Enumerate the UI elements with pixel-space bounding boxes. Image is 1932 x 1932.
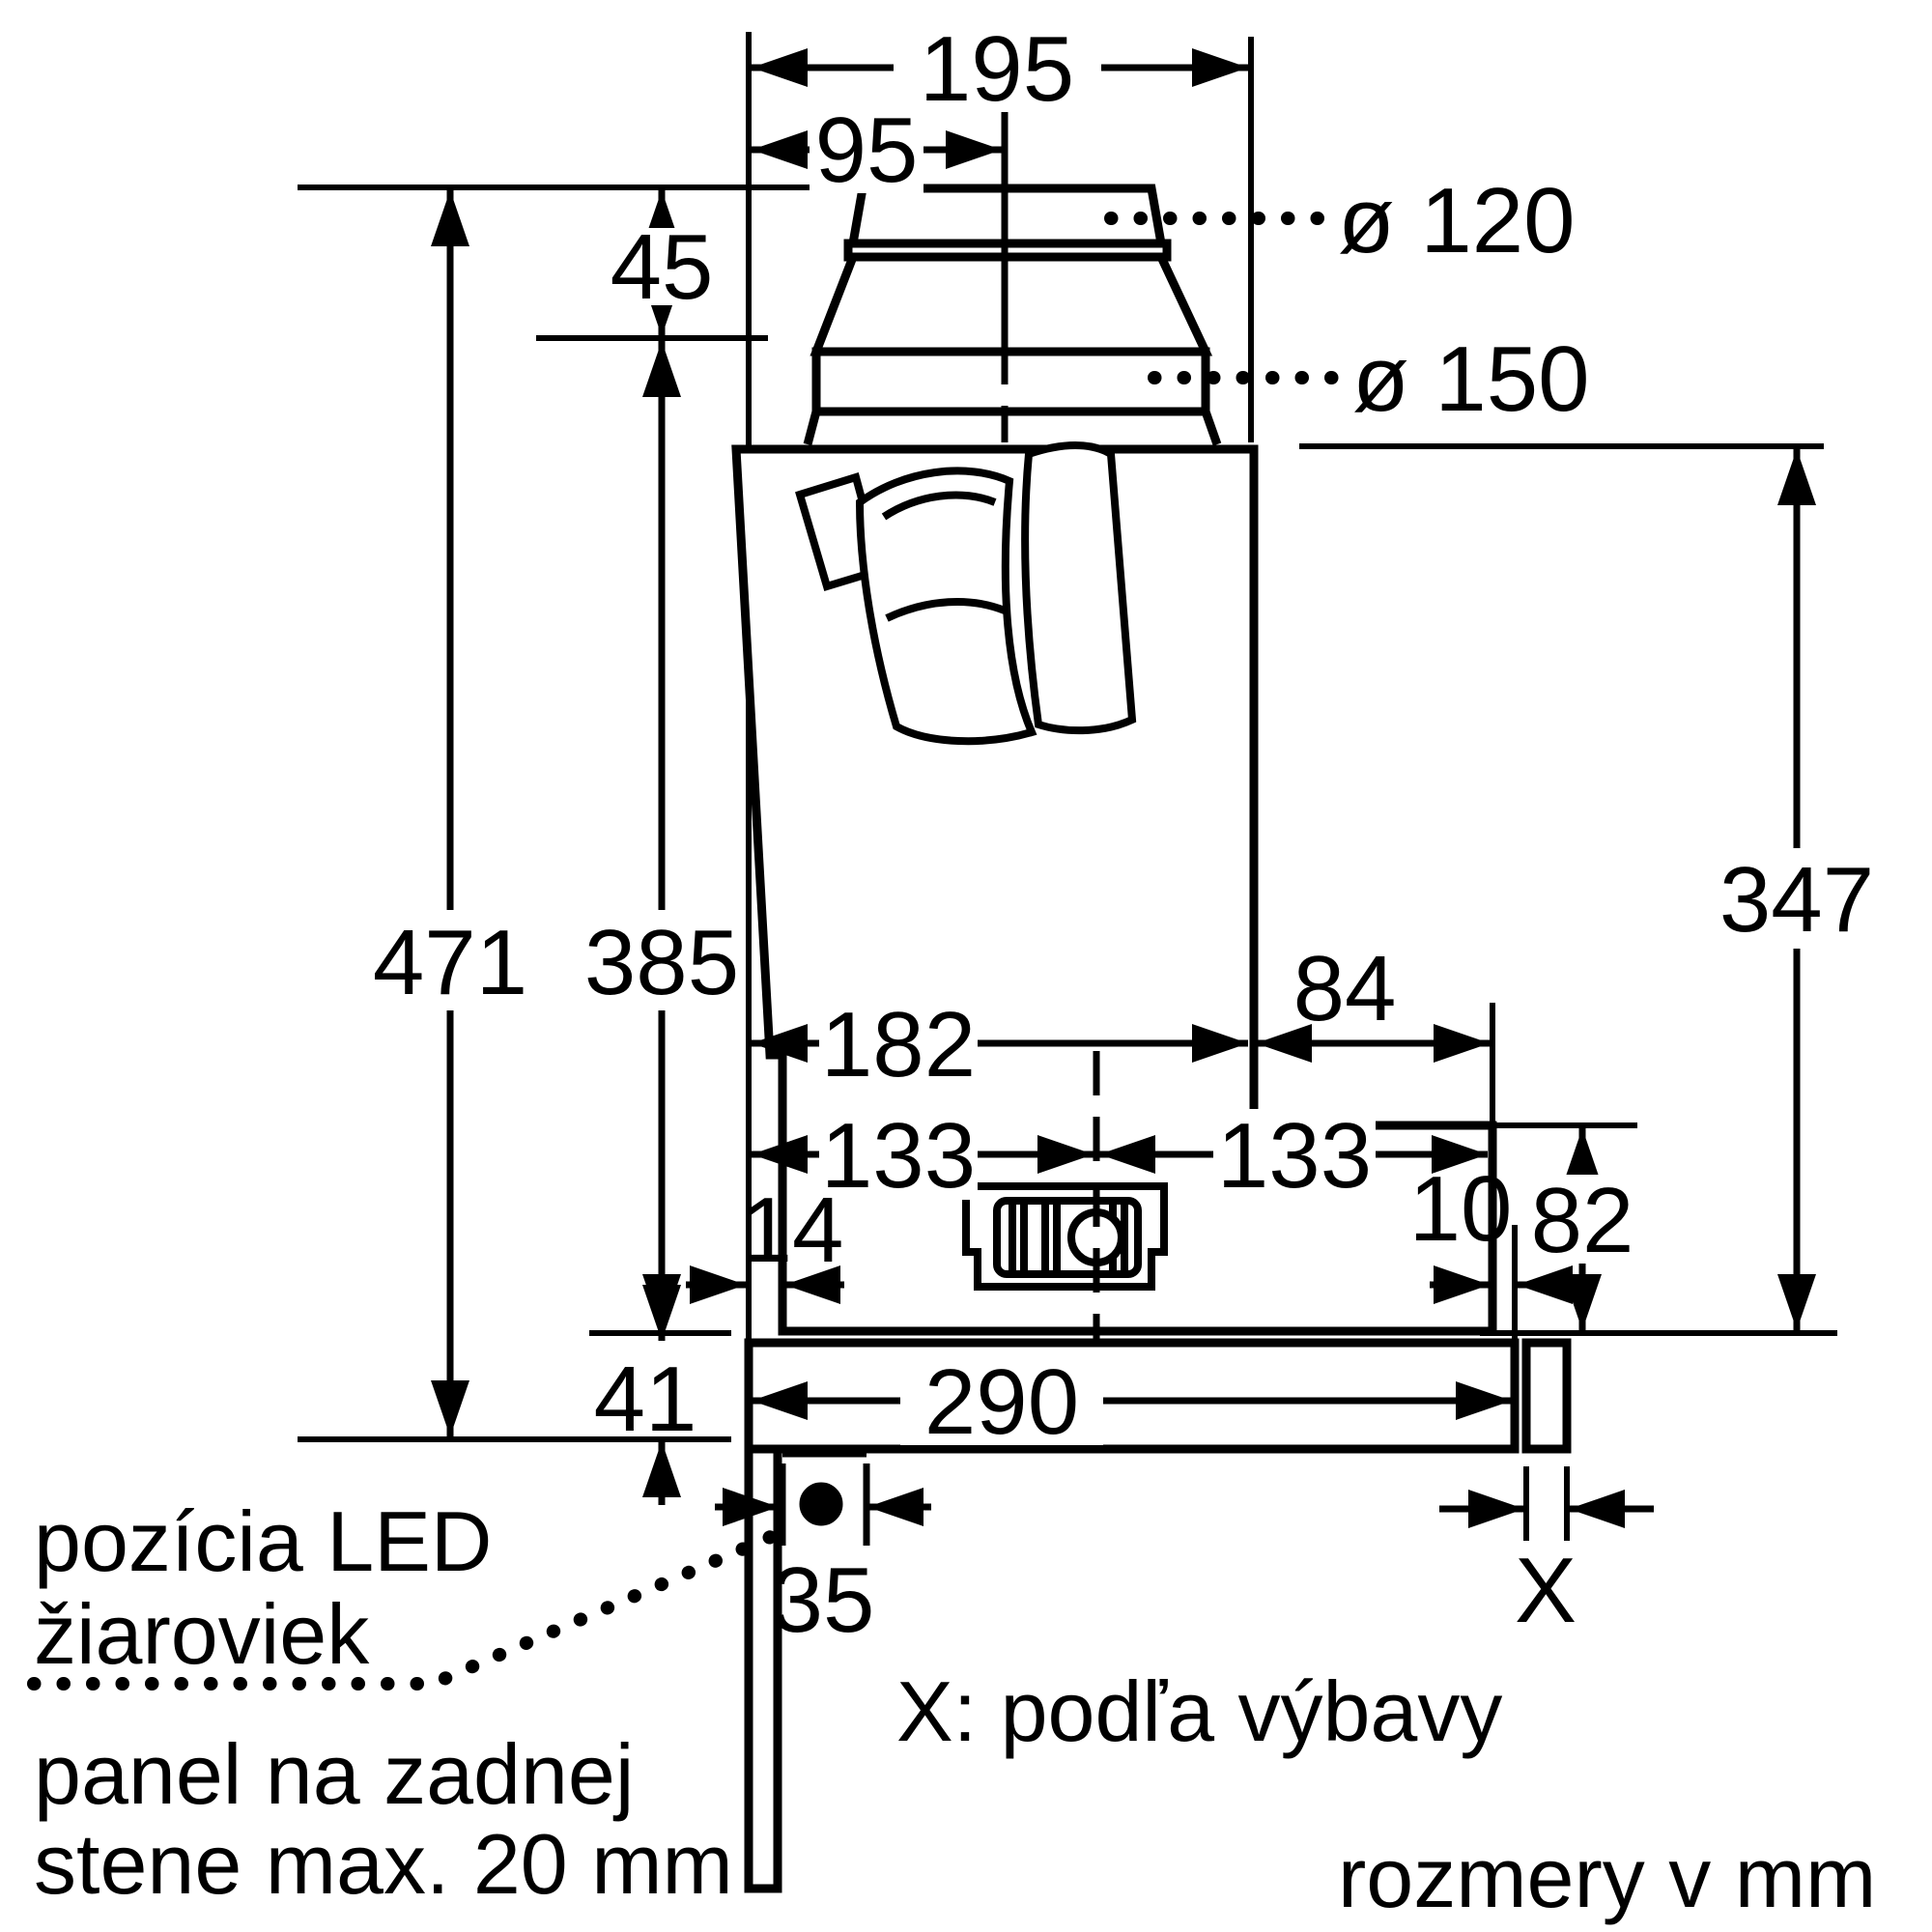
dim-84-label: 84 (1293, 937, 1397, 1040)
led-note-line2: žiaroviek (34, 1586, 370, 1682)
dimension-text-gaps (375, 21, 1874, 1445)
duct-skirt-right (1201, 410, 1222, 446)
dim-95-label: 95 (815, 99, 919, 202)
x-note: X: podľa výbavy (896, 1663, 1502, 1759)
handle-strip (1521, 1338, 1572, 1454)
dimension-labels: 195 95 45 ø 120 ø 150 471 385 347 84 182… (373, 17, 1874, 1652)
dim-347-label: 347 (1719, 848, 1874, 952)
dim-133-right-label: 133 (1217, 1104, 1372, 1208)
dim-82-label: 82 (1531, 1169, 1634, 1272)
dim-45-label: 45 (611, 215, 714, 319)
flap-curve-1 (881, 491, 997, 521)
panel-note-line2: stene max. 20 mm (34, 1816, 733, 1912)
center-lines (1001, 108, 1100, 1343)
dim-14-label: 14 (741, 1179, 844, 1282)
motor-unit (962, 1182, 1168, 1291)
rear-wall-panel (744, 1444, 782, 1893)
dim-195-label: 195 (920, 17, 1074, 121)
leader-led (27, 1529, 780, 1690)
dim-d150-label: ø 150 (1352, 327, 1589, 431)
leader-lines (27, 212, 1351, 1690)
dim-41-label: 41 (594, 1348, 697, 1451)
dim-290-label: 290 (924, 1350, 1079, 1454)
panel-note-line1: panel na zadnej (34, 1726, 634, 1822)
units-note: rozmery v mm (1338, 1830, 1876, 1925)
annotation-labels: pozícia LED žiaroviek panel na zadnej st… (34, 1493, 1876, 1925)
led-marker (779, 1450, 870, 1546)
led-note-line1: pozícia LED (34, 1493, 492, 1589)
flap-curve-2 (885, 597, 1007, 622)
dim-182-label: 182 (821, 993, 976, 1096)
visor-panel (744, 1338, 1520, 1454)
dim-385-label: 385 (584, 911, 739, 1014)
flap-rear-vane (1021, 441, 1137, 735)
duct-collar-150 (811, 347, 1210, 416)
dim-d120-label: ø 120 (1338, 169, 1575, 272)
dim-10-label: 10 (1409, 1157, 1513, 1261)
damper-flap (795, 441, 1137, 746)
duct-skirt-left (803, 410, 821, 446)
dim-471-label: 471 (373, 911, 527, 1014)
dim-133-left-label: 133 (821, 1104, 976, 1208)
led-dot-icon (799, 1482, 843, 1526)
duct-cone (810, 252, 1213, 356)
dim-x-label: X (1515, 1539, 1577, 1642)
dim-35-label: 35 (772, 1548, 875, 1652)
